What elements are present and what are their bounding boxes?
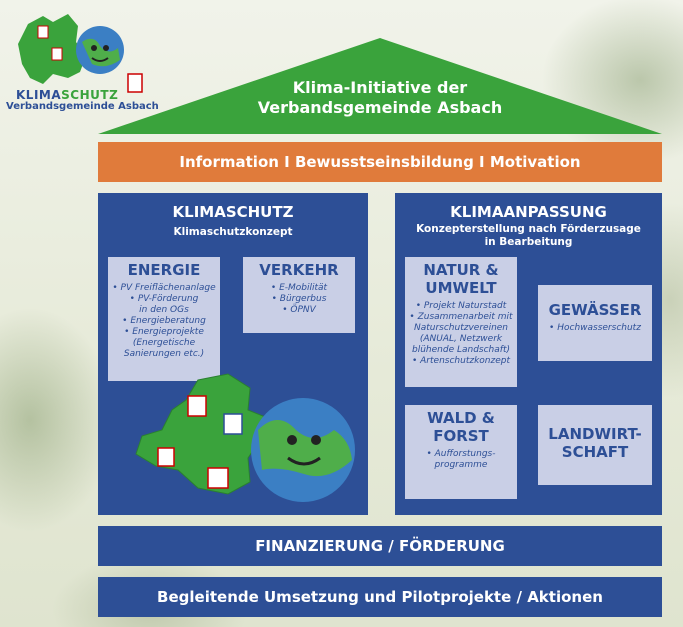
finanzierung-band: FINANZIERUNG / FÖRDERUNG <box>98 526 662 566</box>
list-item: • Projekt Naturstadt <box>415 301 507 311</box>
landwirtschaft-box: LANDWIRT- SCHAFT <box>538 405 652 485</box>
list-item: • Energieberatung <box>122 316 206 326</box>
verbandsgemeinde-map <box>135 373 355 502</box>
landwirtschaft-title-line2: SCHAFT <box>561 443 629 461</box>
list-item: • ÖPNV <box>282 305 316 315</box>
roof-title-line2: Verbandsgemeinde Asbach <box>257 98 503 117</box>
roof-title-line1: Klima-Initiative der <box>292 78 468 97</box>
list-item: blühende Landschaft) <box>412 345 510 355</box>
wald-list: • Aufforstungs- programme <box>405 449 517 471</box>
wald-title-line1: WALD & <box>427 409 495 427</box>
klimaanpassung-subtitle-line2: in Bearbeitung <box>484 236 573 248</box>
wald-forst-box: WALD & FORST • Aufforstungs- programme <box>405 405 517 499</box>
verkehr-title: VERKEHR <box>259 261 339 279</box>
klimaanpassung-panel: KLIMAANPASSUNG Konzepterstellung nach Fö… <box>395 193 662 515</box>
klimaschutz-subtitle: Klimaschutzkonzept <box>173 226 293 238</box>
list-item: • Bürgerbus <box>271 294 327 304</box>
energie-box: ENERGIE • PV Freiflächenanlage • PV-Förd… <box>108 257 220 381</box>
list-item: in den OGs <box>139 305 189 315</box>
list-item: (Energetische <box>132 338 196 348</box>
list-item: • Aufforstungs- <box>426 449 496 459</box>
list-item: • PV-Förderung <box>129 294 199 304</box>
list-item: • PV Freiflächenanlage <box>112 283 216 293</box>
list-item: • Hochwasserschutz <box>549 323 641 333</box>
logo-subtitle: Verbandsgemeinde Asbach <box>6 101 159 112</box>
information-band: Information I Bewusstseinsbildung I Moti… <box>98 142 662 182</box>
energie-list: • PV Freiflächenanlage • PV-Förderung in… <box>108 283 220 360</box>
list-item: • Artenschutzkonzept <box>411 356 511 366</box>
gewaesser-box: GEWÄSSER • Hochwasserschutz <box>538 285 652 361</box>
list-item: Sanierungen etc.) <box>123 349 205 359</box>
gewaesser-list: • Hochwasserschutz <box>538 323 652 334</box>
natur-list: • Projekt Naturstadt • Zusammenarbeit mi… <box>405 301 517 367</box>
natur-title-line2: UMWELT <box>425 279 497 297</box>
klimaschutz-title: KLIMASCHUTZ <box>172 203 294 221</box>
gewaesser-title: GEWÄSSER <box>548 301 642 319</box>
logo-title: KLIMASCHUTZ <box>16 88 119 102</box>
wald-title-line2: FORST <box>433 427 489 445</box>
list-item: Naturschutzvereinen <box>413 323 509 333</box>
verkehr-box: VERKEHR • E-Mobilität • Bürgerbus • ÖPNV <box>243 257 355 333</box>
landwirtschaft-title-line1: LANDWIRT- <box>548 425 642 443</box>
energie-title: ENERGIE <box>127 261 201 279</box>
natur-umwelt-box: NATUR & UMWELT • Projekt Naturstadt • Zu… <box>405 257 517 387</box>
list-item: (ANUAL, Netzwerk <box>419 334 503 344</box>
verkehr-list: • E-Mobilität • Bürgerbus • ÖPNV <box>243 283 355 316</box>
list-item: • Energieprojekte <box>124 327 204 337</box>
klimaanpassung-title: KLIMAANPASSUNG <box>450 203 607 221</box>
list-item: • E-Mobilität <box>270 283 328 293</box>
roof-triangle <box>98 38 662 134</box>
natur-title-line1: NATUR & <box>423 261 499 279</box>
list-item: • Zusammenarbeit mit <box>409 312 513 322</box>
klimaschutz-logo <box>18 14 143 93</box>
umsetzung-band: Begleitende Umsetzung und Pilotprojekte … <box>98 577 662 617</box>
list-item: programme <box>434 460 488 470</box>
klimaanpassung-subtitle-line1: Konzepterstellung nach Förderzusage <box>416 223 641 235</box>
